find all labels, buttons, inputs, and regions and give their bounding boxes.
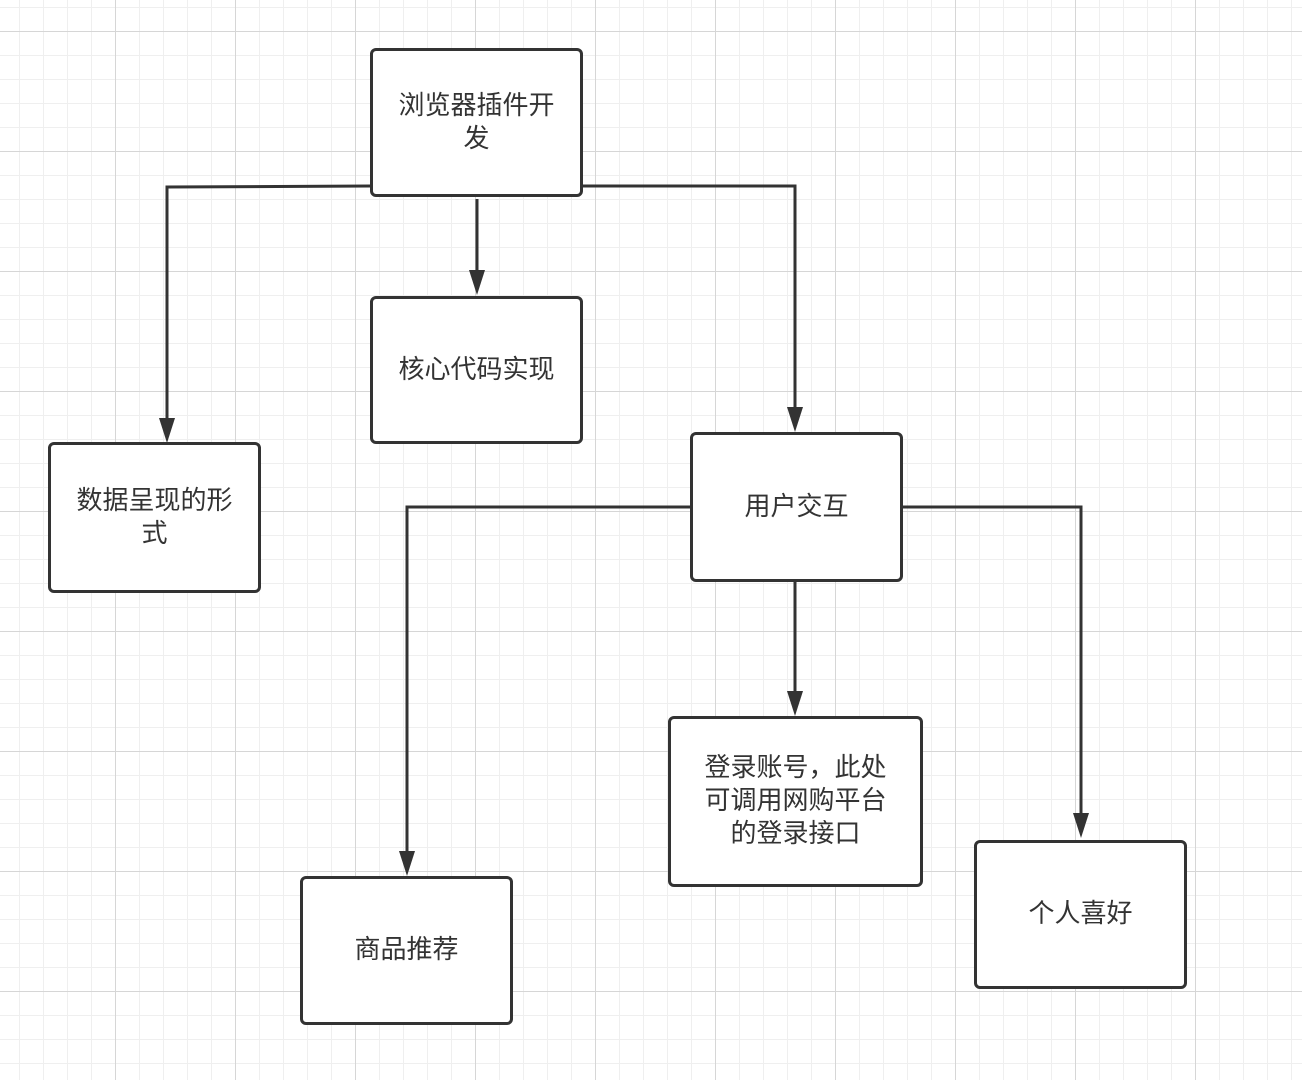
node-data-display[interactable]: 数据呈现的形式 [48,442,261,593]
arrowhead-preference [1073,813,1089,838]
arrowhead-recommendation [399,851,415,876]
node-login-account[interactable]: 登录账号，此处可调用网购平台的登录接口 [668,716,923,887]
edge-plugin-to-user-interaction [583,184,797,420]
arrowhead-core-code [469,270,485,295]
node-personal-preference[interactable]: 个人喜好 [974,840,1187,989]
node-product-recommendation-label: 商品推荐 [354,935,459,965]
arrowhead-user-interaction [787,407,803,432]
arrowhead-login [787,691,803,716]
arrowhead-data-display [159,418,175,443]
node-data-display-label: 数据呈现的形式 [76,485,233,549]
node-user-interaction-label: 用户交互 [744,491,849,522]
node-browser-plugin[interactable]: 浏览器插件开发 [370,48,583,197]
node-core-code-label: 核心代码实现 [398,354,555,385]
node-product-recommendation[interactable]: 商品推荐 [300,876,513,1025]
node-core-code[interactable]: 核心代码实现 [370,296,583,444]
edge-interaction-to-preference [903,505,1083,826]
node-personal-preference-label: 个人喜好 [1028,899,1133,929]
node-browser-plugin-label: 浏览器插件开发 [398,90,555,154]
node-user-interaction[interactable]: 用户交互 [690,432,903,582]
edge-plugin-to-data-display [165,184,371,430]
node-login-account-label: 登录账号，此处可调用网购平台的登录接口 [704,753,887,849]
edge-interaction-to-recommendation [405,505,690,864]
